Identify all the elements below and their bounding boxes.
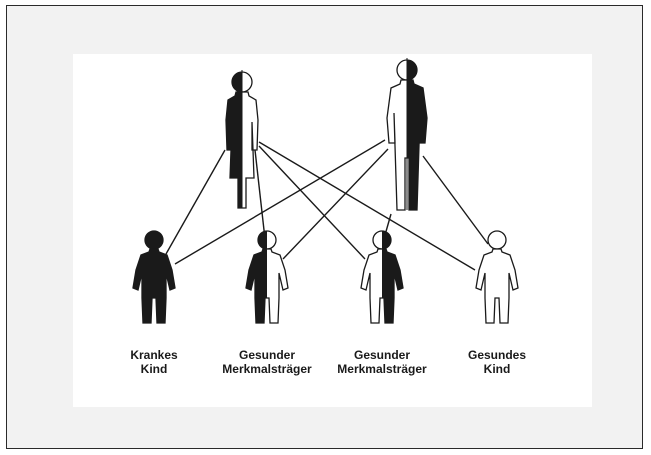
line-father-child4 bbox=[422, 155, 489, 245]
label-child-3-line2: Merkmalsträger bbox=[337, 362, 427, 376]
label-child-1-line1: Krankes bbox=[130, 348, 178, 362]
child-healthy-figure bbox=[475, 230, 519, 324]
connection-lines bbox=[165, 139, 489, 271]
diagram-panel: Krankes Kind Gesunder Merkmalsträger Ges… bbox=[73, 54, 592, 407]
label-child-4-line1: Gesundes bbox=[467, 348, 527, 362]
line-mother-child3 bbox=[258, 145, 366, 260]
line-father-child1 bbox=[174, 139, 386, 265]
label-child-1-line2: Kind bbox=[140, 362, 168, 376]
label-child-2-line2: Merkmalsträger bbox=[222, 362, 312, 376]
line-father-child2 bbox=[282, 148, 389, 260]
label-child-3-line1: Gesunder bbox=[353, 348, 410, 362]
label-child-2: Gesunder Merkmalsträger bbox=[207, 348, 327, 376]
inheritance-diagram bbox=[132, 58, 519, 324]
child-carrier-1-figure bbox=[245, 230, 289, 324]
label-child-3: Gesunder Merkmalsträger bbox=[322, 348, 442, 376]
label-child-4: Gesundes Kind bbox=[437, 348, 557, 376]
child-carrier-2-figure bbox=[360, 230, 404, 324]
line-mother-child4 bbox=[258, 141, 476, 271]
mother-figure bbox=[225, 70, 259, 209]
label-child-2-line1: Gesunder bbox=[238, 348, 295, 362]
child-sick-figure bbox=[132, 230, 176, 324]
label-child-1: Krankes Kind bbox=[94, 348, 214, 376]
label-child-4-line2: Kind bbox=[483, 362, 511, 376]
line-mother-child2 bbox=[254, 149, 266, 240]
father-figure bbox=[386, 58, 428, 211]
line-mother-child1 bbox=[165, 149, 226, 255]
